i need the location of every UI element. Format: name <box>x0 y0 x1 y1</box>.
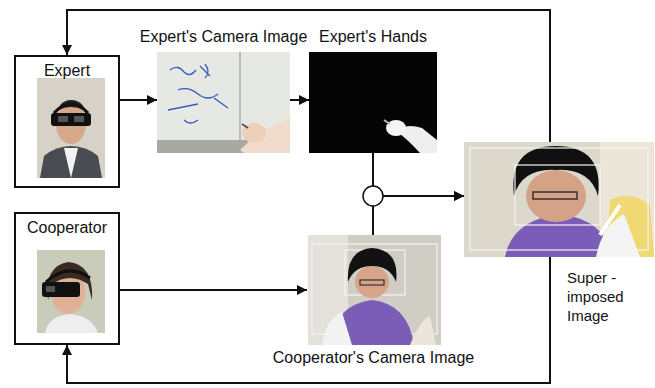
flow-line <box>373 196 464 235</box>
flow-line <box>120 289 307 291</box>
cooperator-camera-photo-part <box>322 312 352 345</box>
merge-circle <box>363 186 383 206</box>
superimposed-photo-part <box>515 165 600 225</box>
flow-arrow <box>373 191 464 235</box>
expert-photo-part <box>51 113 91 126</box>
arrow-head <box>147 95 157 105</box>
cooperator-camera-photo-part <box>308 235 441 345</box>
image-caption: Super -imposed Image <box>567 268 639 325</box>
arrow-head <box>62 345 72 355</box>
expert-camera-photo-part <box>168 64 228 123</box>
superimposed-photo-part <box>533 192 577 199</box>
expert-photo-part <box>40 146 102 178</box>
flow-arrow <box>120 285 307 295</box>
cooperator-photo-part <box>45 314 98 333</box>
flow-arrow <box>290 95 309 105</box>
expert-photo <box>37 78 105 178</box>
superimposed-photo-part <box>526 170 586 222</box>
flow-arrow <box>62 257 550 383</box>
expert-camera-photo <box>157 52 290 153</box>
expert-camera-photo-part <box>240 118 290 153</box>
arrow-head <box>62 45 72 55</box>
cooperator-camera-photo <box>308 235 441 345</box>
person-box: Cooperator <box>14 212 120 345</box>
cooperator-photo-part <box>37 250 105 333</box>
expert-camera-photo-part <box>242 124 248 128</box>
expert-photo-part <box>58 116 68 122</box>
cooperator-photo-part <box>46 286 55 292</box>
expert-camera-photo-part <box>157 52 290 153</box>
image-panel: Cooperator's Camera Image <box>307 235 440 345</box>
cooperator-camera-photo-part <box>360 280 384 285</box>
cooperator-photo-part <box>42 282 80 297</box>
expert-photo-part <box>54 104 88 113</box>
cooperator-camera-photo-part <box>410 316 436 345</box>
arrow-head <box>299 95 309 105</box>
arrow-head <box>454 191 464 201</box>
expert-hands-photo-part <box>384 120 390 124</box>
person-box: Expert <box>14 55 120 188</box>
superimposed-photo-part <box>513 146 598 196</box>
image-heading: Expert's Camera Image <box>140 27 308 46</box>
expert-hands-photo <box>309 52 437 153</box>
superimposed-photo-part <box>464 142 654 257</box>
box-title: Expert <box>16 61 118 80</box>
expert-photo-part <box>74 116 84 122</box>
cooperator-photo <box>37 250 105 333</box>
image-heading: Expert's Hands <box>319 27 427 46</box>
flow-arrow <box>120 95 157 105</box>
arrow-head <box>454 191 464 201</box>
flow-arrow <box>62 10 550 142</box>
image-panel: Expert's Camera Image <box>157 52 290 153</box>
expert-camera-photo-part <box>242 123 266 143</box>
flow-line <box>373 153 464 196</box>
superimposed-photo <box>464 142 654 257</box>
superimposed-photo-part <box>470 148 648 250</box>
image-panel: Expert's Hands <box>309 52 437 153</box>
cooperator-camera-photo-part <box>348 248 397 282</box>
flow-line <box>67 10 550 142</box>
cooperator-photo-part <box>46 271 90 282</box>
arrow-head <box>297 285 307 295</box>
cooperator-camera-photo-part <box>355 266 389 298</box>
image-heading: Cooperator's Camera Image <box>273 348 474 367</box>
image-panel: Super -imposed Image <box>464 142 654 257</box>
flow-arrow <box>373 153 464 201</box>
expert-photo-part <box>37 78 105 178</box>
superimposed-photo-part <box>600 205 620 235</box>
box-title: Cooperator <box>16 218 118 237</box>
expert-camera-photo-part <box>240 52 241 140</box>
expert-hands-photo-part <box>309 52 437 153</box>
expert-photo-part <box>64 148 78 178</box>
